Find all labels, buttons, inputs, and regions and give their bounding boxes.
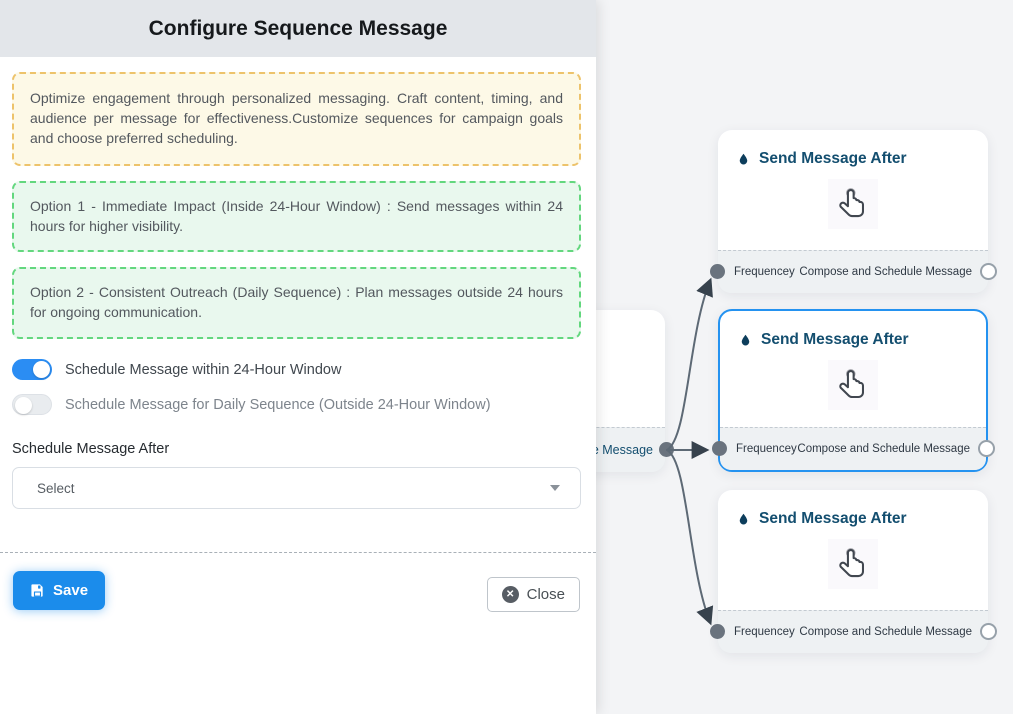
toggle-daily-sequence[interactable] xyxy=(12,394,52,416)
node-footer-frequency-label[interactable]: Frequencey xyxy=(734,266,795,278)
save-button-label: Save xyxy=(53,582,89,599)
save-icon xyxy=(31,584,43,597)
node-title: Send Message After xyxy=(759,510,907,527)
close-icon: ✕ xyxy=(501,586,519,603)
hand-pointer-icon[interactable] xyxy=(828,360,878,410)
drop-icon xyxy=(739,513,748,524)
toggle-daily-sequence-label: Schedule Message for Daily Sequence (Out… xyxy=(65,396,491,413)
source-output-handle[interactable] xyxy=(659,442,674,457)
schedule-message-after-label: Schedule Message After xyxy=(12,441,170,458)
node-footer-frequency-label[interactable]: Frequencey xyxy=(734,626,795,638)
node-send-message-after-2[interactable]: Send Message After Frequencey Compose an… xyxy=(712,309,995,472)
drop-icon xyxy=(741,334,750,345)
node-send-message-after-3[interactable]: Send Message After Frequencey Compose an… xyxy=(710,490,997,653)
page-title: Configure Sequence Message xyxy=(0,0,596,57)
node-footer-frequency-label[interactable]: Frequencey xyxy=(736,443,797,455)
info-note: Optimize engagement through personalized… xyxy=(12,72,581,166)
toggle-knob xyxy=(15,396,32,414)
node-footer-compose-label[interactable]: Compose and Schedule Message xyxy=(799,626,972,638)
node-input-handle[interactable] xyxy=(710,264,725,279)
chevron-down-icon xyxy=(550,485,560,492)
option-1-note: Option 1 - Immediate Impact (Inside 24-H… xyxy=(12,180,581,253)
select-value: Select xyxy=(37,480,75,496)
node-footer-compose-label[interactable]: Compose and Schedule Message xyxy=(799,266,972,278)
toggle-24-hour-window-label: Schedule Message within 24-Hour Window xyxy=(65,361,342,378)
edge-to-bottom-node xyxy=(666,449,714,626)
node-input-handle[interactable] xyxy=(712,441,727,456)
option-2-note: Option 2 - Consistent Outreach (Daily Se… xyxy=(12,267,581,340)
schedule-after-select[interactable]: Select xyxy=(12,467,581,510)
hand-pointer-icon[interactable] xyxy=(828,539,878,589)
edge-to-top-node xyxy=(666,277,713,451)
node-title: Send Message After xyxy=(761,331,909,348)
node-output-handle[interactable] xyxy=(978,440,995,457)
close-button[interactable]: ✕ Close xyxy=(486,577,580,612)
node-send-message-after-1[interactable]: Send Message After Frequencey Compose an… xyxy=(710,130,997,293)
node-footer-compose-label[interactable]: Compose and Schedule Message xyxy=(797,443,970,455)
source-node-footer-label: ce Message xyxy=(596,427,665,472)
node-title: Send Message After xyxy=(759,150,907,167)
toggle-24-hour-window[interactable] xyxy=(12,359,52,381)
node-input-handle[interactable] xyxy=(710,624,725,639)
close-button-label: Close xyxy=(526,586,565,603)
node-output-handle[interactable] xyxy=(980,263,997,280)
hand-pointer-icon[interactable] xyxy=(828,179,878,229)
flow-canvas[interactable]: ce Message Send Message After Freque xyxy=(596,0,1013,714)
source-node-card[interactable]: ce Message xyxy=(596,310,674,472)
footer-divider xyxy=(0,552,596,553)
drop-icon xyxy=(739,153,748,164)
node-output-handle[interactable] xyxy=(980,623,997,640)
save-button[interactable]: Save xyxy=(13,571,106,610)
toggle-knob xyxy=(33,361,50,379)
configure-sequence-message-panel: Configure Sequence Message Optimize enga… xyxy=(0,0,596,714)
